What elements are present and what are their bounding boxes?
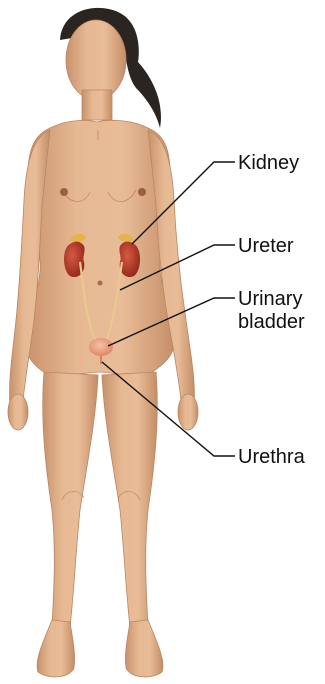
foot-left xyxy=(37,620,74,677)
label-urethra: Urethra xyxy=(238,446,305,469)
hand-right xyxy=(178,394,198,430)
label-urinary-bladder: Urinary bladder xyxy=(238,288,305,334)
label-urinary-bladder-line2: bladder xyxy=(238,311,305,334)
leg-left xyxy=(43,372,98,628)
foot-right xyxy=(125,620,162,677)
label-urinary-bladder-line1: Urinary xyxy=(238,288,305,311)
nipple-left xyxy=(60,188,68,196)
leg-right xyxy=(102,372,157,628)
navel xyxy=(98,281,103,286)
urinary-bladder xyxy=(89,338,113,356)
kidney-right xyxy=(119,242,140,277)
hand-left xyxy=(8,394,28,430)
head xyxy=(66,20,126,100)
label-ureter: Ureter xyxy=(238,235,294,258)
neck xyxy=(82,90,112,120)
nipple-right xyxy=(138,188,146,196)
label-kidney: Kidney xyxy=(238,152,299,175)
